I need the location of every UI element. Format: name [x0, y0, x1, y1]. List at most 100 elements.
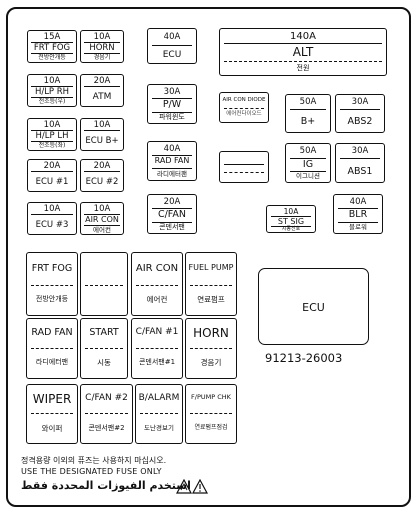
fuse-amp: 20A: [93, 76, 111, 86]
ecu-module-label: ECU: [302, 301, 325, 314]
relay-air-con: AIR CON 에어컨: [131, 252, 183, 316]
fuse-name: ABS1: [347, 166, 373, 177]
fuse-korean: 블로워: [349, 223, 367, 231]
fuse-ecu-1: 20A ECU #1: [27, 159, 77, 192]
english-warning: USE THE DESIGNATED FUSE ONLY: [21, 467, 162, 476]
fuse-amp: 10A: [43, 204, 61, 214]
relay-fuel-pump: FUEL PUMP 연료펌프: [185, 252, 237, 316]
fuse-korean: 전방안개등: [38, 54, 66, 61]
fuse-amp: 50A: [299, 146, 317, 156]
fuse-spare: [219, 151, 269, 183]
fuse-c-fan: 20A C/FAN 콘덴서팬: [147, 194, 197, 234]
fuse-amp: 40A: [163, 32, 181, 42]
fuse-b-plus: 50A B+: [285, 94, 331, 133]
fuse-frt-fog: 15A FRT FOG 전방안개등: [27, 30, 77, 63]
fuse-amp: 10A: [93, 204, 111, 214]
fuse-box-panel: [6, 7, 411, 507]
fuse-korean: 이그니션: [296, 172, 320, 180]
relay-korean: 콘덴서팬#1: [138, 358, 176, 366]
fuse-aircon-diode: AIR CON DIODE 에어컨다이오드: [219, 92, 269, 123]
fuse-name: ECU #3: [35, 220, 69, 230]
fuse-name: ST SIG: [277, 217, 305, 226]
fuse-name: AIR CON: [85, 215, 119, 224]
arabic-warning: استخدم الفيوزات المحددة فقط: [21, 479, 191, 492]
fuse-korean: 파워윈도: [159, 113, 185, 121]
fuse-name: ALT: [292, 45, 314, 59]
fuse-amp: 20A: [163, 197, 181, 207]
fuse-amp: 20A: [43, 161, 61, 171]
relay-name: B/ALARM: [138, 393, 180, 403]
fuse-korean: 라디에터팬: [157, 170, 187, 178]
fuse-korean: 전조등(좌): [38, 142, 66, 149]
fuse-korean: 경음기: [93, 54, 111, 61]
relay-name: HORN: [193, 326, 229, 340]
fuse-blr: 40A BLR 블로워: [333, 194, 383, 234]
relay-korean: 연료펌프점검: [194, 424, 228, 431]
korean-warning: 정격용량 이외의 퓨즈는 사용하지 마십시오.: [21, 456, 167, 465]
fuse-name: HORN: [89, 43, 115, 53]
relay-korean: 경음기: [200, 358, 222, 367]
relay-korean: 연료펌프: [197, 295, 225, 304]
fuse-korean: 에어컨: [93, 226, 111, 234]
fuse-name: IG: [302, 159, 314, 170]
relay-name: AIR CON: [135, 263, 179, 274]
fuse-name: RAD FAN: [154, 156, 190, 165]
fuse-korean: 전조등(우): [38, 98, 66, 105]
fuse-amp: 50A: [299, 97, 317, 107]
fuse-name: BLR: [348, 209, 368, 220]
relay-korean: 에어컨: [146, 295, 168, 304]
fuse-name: P/W: [162, 99, 182, 110]
fuse-name: B+: [300, 116, 316, 127]
fuse-name: H/LP RH: [34, 87, 70, 97]
relay-start: START 시동: [80, 318, 128, 379]
relay-name: FRT FOG: [31, 263, 73, 274]
fuse-name: ABS2: [347, 116, 373, 127]
relay-korean: 콘덴서팬#2: [88, 424, 125, 432]
fuse-amp: 10A: [43, 76, 61, 86]
fuse-name: H/LP LH: [35, 131, 69, 141]
fuse-name: ECU #1: [35, 177, 69, 187]
relay-c-fan-1: C/FAN #1 콘덴서팬#1: [131, 318, 183, 379]
relay-name: START: [89, 327, 119, 338]
fuse-name: ECU B+: [85, 136, 119, 146]
fuse-korean: 시동신호: [281, 226, 301, 232]
fuse-abs1: 30A ABS1: [335, 143, 385, 183]
fuse-name: AIR CON DIODE: [222, 97, 266, 103]
fuse-amp: 40A: [163, 144, 181, 154]
part-number: 91213-26003: [265, 351, 343, 365]
fuse-name: ECU: [162, 50, 182, 60]
relay-korean: 와이퍼: [41, 424, 63, 433]
fuse-amp: 40A: [349, 197, 367, 207]
warning-triangle-icon: [176, 479, 209, 494]
relay-korean: 도난경보기: [144, 424, 174, 432]
fuse-name: C/FAN: [157, 209, 187, 220]
fuse-hlp-rh: 10A H/LP RH 전조등(우): [27, 74, 77, 107]
relay-frt-fog: FRT FOG 전방안개등: [26, 252, 78, 316]
fuse-amp: 30A: [163, 87, 181, 97]
fuse-ecu-3: 10A ECU #3: [27, 202, 77, 235]
relay-spare: [80, 252, 128, 316]
fuse-air-con: 10A AIR CON 에어컨: [80, 202, 124, 235]
fuse-amp: 10A: [43, 120, 61, 130]
fuse-atm: 20A ATM: [80, 74, 124, 107]
relay-f-pump-chk: F/PUMP CHK 연료펌프점검: [185, 384, 237, 444]
ecu-module: ECU: [258, 268, 369, 345]
fuse-korean: 전원: [296, 64, 310, 72]
fuse-ecu-40a: 40A ECU: [147, 28, 197, 64]
fuse-horn: 10A HORN 경음기: [80, 30, 124, 63]
fuse-amp: 10A: [283, 207, 299, 216]
relay-name: WIPER: [32, 392, 72, 406]
relay-b-alarm: B/ALARM 도난경보기: [135, 384, 183, 444]
relay-wiper: WIPER 와이퍼: [26, 384, 78, 444]
relay-name: RAD FAN: [31, 327, 73, 338]
fuse-amp: 140A: [290, 31, 316, 42]
fuse-st-sig: 10A ST SIG 시동신호: [266, 205, 316, 233]
relay-c-fan-2: C/FAN #2 콘덴서팬#2: [80, 384, 133, 444]
fuse-amp: 30A: [351, 146, 369, 156]
fuse-name: FRT FOG: [33, 43, 71, 53]
relay-horn: HORN 경음기: [185, 318, 237, 379]
fuse-korean: 콘덴서팬: [159, 223, 185, 231]
fuse-amp: 30A: [351, 97, 369, 107]
fuse-amp: 20A: [93, 161, 111, 171]
fuse-ecu-2: 20A ECU #2: [80, 159, 124, 192]
